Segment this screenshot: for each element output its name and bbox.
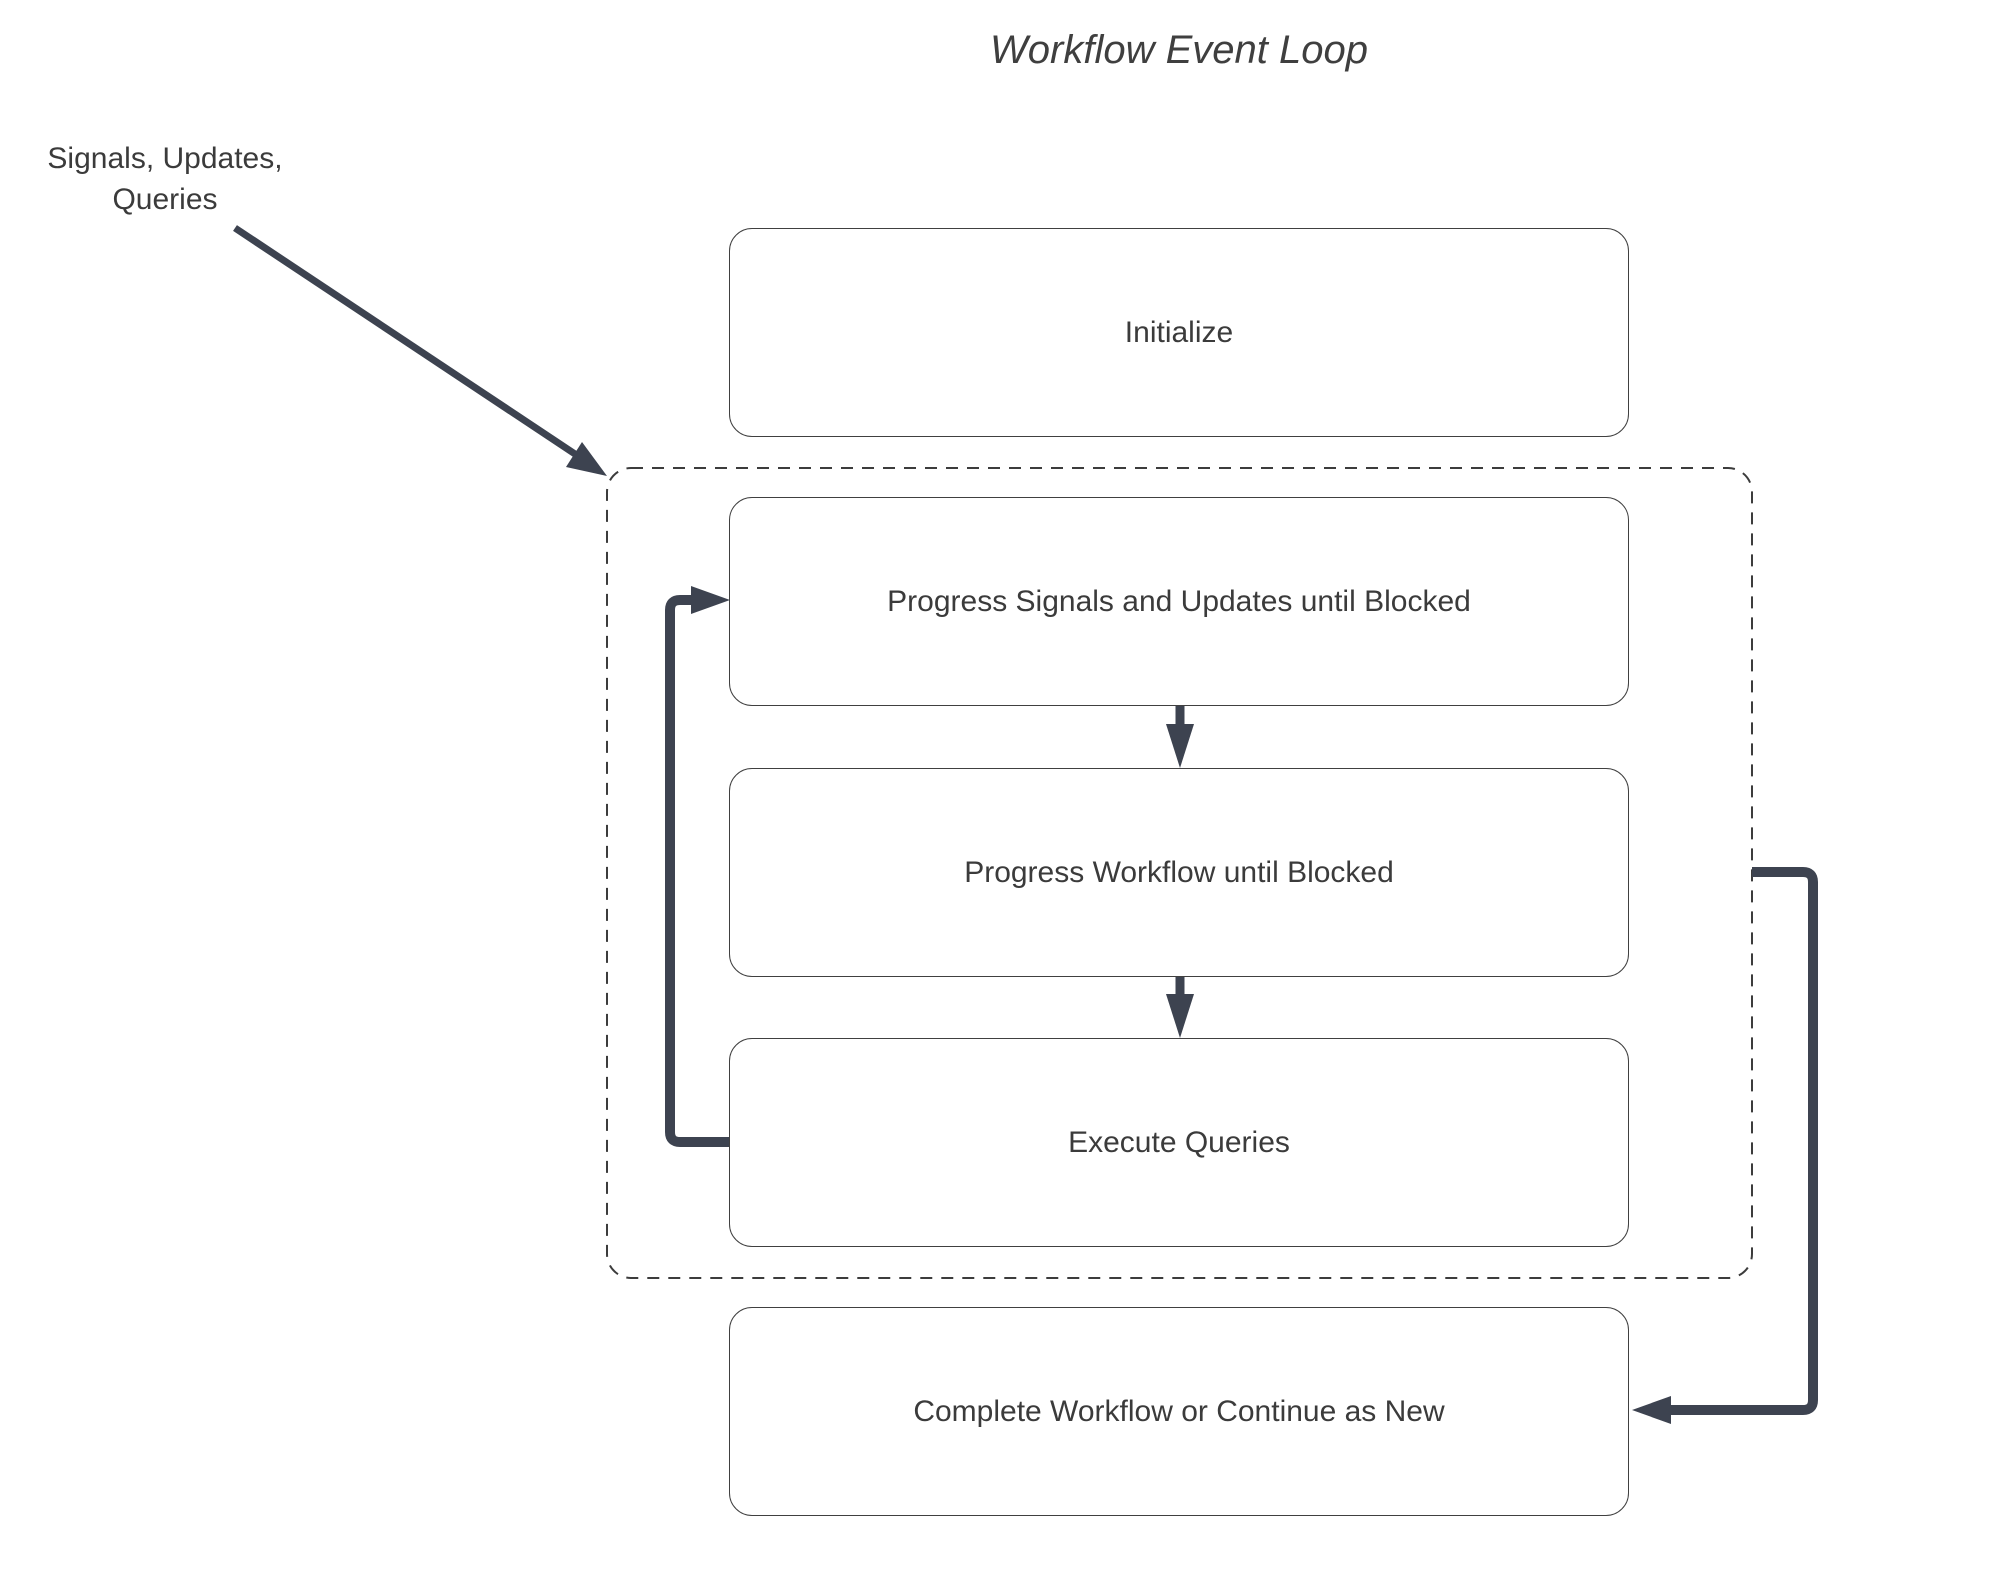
annotation-line-2: Queries	[112, 183, 218, 216]
arrow-container-to-complete	[1632, 867, 1818, 1424]
arrow-progress-workflow-to-execute-queries	[1166, 976, 1194, 1038]
annotation-line-1: Signals, Updates,	[47, 142, 283, 175]
node-progress-signals-updates-label: Progress Signals and Updates until Block…	[887, 584, 1471, 618]
node-complete-or-continue: Complete Workflow or Continue as New	[729, 1307, 1629, 1516]
node-progress-workflow-label: Progress Workflow until Blocked	[964, 855, 1394, 889]
node-execute-queries-label: Execute Queries	[1068, 1125, 1290, 1159]
node-progress-signals-updates: Progress Signals and Updates until Block…	[729, 497, 1629, 706]
node-initialize-label: Initialize	[1124, 315, 1234, 349]
node-execute-queries: Execute Queries	[729, 1038, 1629, 1247]
diagram-title: Workflow Event Loop	[990, 28, 1368, 72]
node-complete-or-continue-label: Complete Workflow or Continue as New	[913, 1394, 1445, 1428]
arrow-progress-signals-to-progress-workflow	[1166, 706, 1194, 768]
arrow-execute-queries-to-progress-signals	[665, 586, 730, 1147]
annotation-signals-updates-queries: Signals, Updates, Queries	[15, 138, 315, 220]
node-progress-workflow: Progress Workflow until Blocked	[729, 768, 1629, 977]
node-initialize: Initialize	[729, 228, 1629, 437]
arrow-annotation-to-container	[233, 225, 607, 476]
